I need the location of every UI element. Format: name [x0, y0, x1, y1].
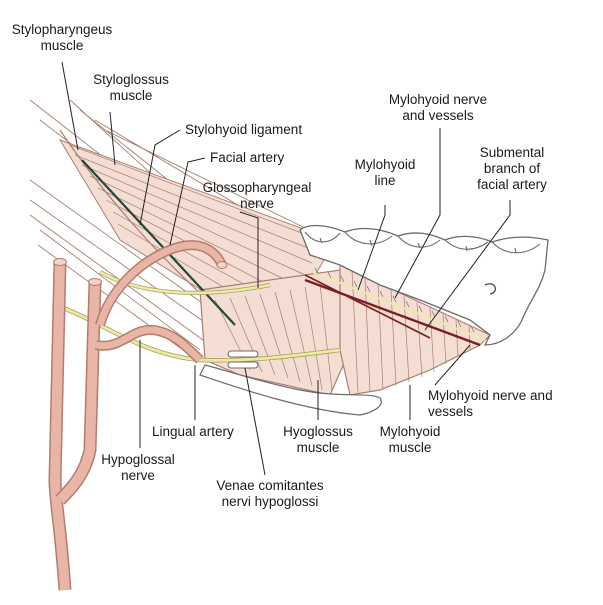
label-submental-line1: Submental [479, 145, 545, 160]
leader-mylohyoid-bottom [434, 344, 471, 386]
leader-facial-artery [169, 157, 206, 246]
mandible [199, 224, 549, 416]
label-hypoglossal-line2: nerve [121, 468, 155, 483]
label-styloglossus: Styloglossus muscle [86, 72, 176, 104]
label-stylopharyngeus-line2: muscle [40, 38, 84, 53]
leader-submental [424, 200, 511, 331]
label-venae-line2: nervi hypoglossi [221, 494, 319, 509]
label-hyoglossus: Hyoglossus muscle [278, 424, 358, 456]
leader-mylohyoid-top [394, 128, 441, 299]
label-venae-comitantes: Venae comitantes nervi hypoglossi [200, 478, 340, 510]
leader-glossopharyngeal [239, 211, 259, 288]
stylohyoid-ligament [81, 159, 236, 326]
label-mylohyoid-nerve-top-line2: and vessels [402, 108, 474, 123]
label-mylohyoid-muscle-line1: Mylohyoid [379, 424, 441, 439]
label-hypoglossal-line1: Hypoglossal [101, 452, 175, 467]
facial-artery [95, 240, 228, 327]
label-submental-line2: branch of [483, 161, 541, 176]
leader-stylohyoid [139, 129, 181, 226]
label-stylohyoid-ligament: Stylohyoid ligament [185, 122, 303, 137]
leader-venae [244, 367, 266, 476]
mylohyoid-nerve-vessels [304, 267, 486, 347]
venae-comitantes [227, 350, 259, 369]
label-mylohyoid-line-line2: line [374, 173, 396, 188]
label-styloglossus-line1: Styloglossus [93, 72, 169, 87]
lingual-artery [94, 324, 204, 364]
label-submental: Submental branch of facial artery [462, 145, 562, 193]
label-mylohyoid-line-line1: Mylohyoid [354, 157, 416, 172]
leader-mylohyoid-line [357, 205, 386, 291]
leader-stylopharyngeus [61, 61, 79, 151]
label-stylopharyngeus: Stylopharyngeus muscle [2, 22, 122, 54]
label-mylohyoid-muscle-line2: muscle [388, 440, 432, 455]
label-facial-artery: Facial artery [210, 150, 285, 165]
label-mylohyoid-line: Mylohyoid line [345, 157, 425, 189]
label-glossopharyngeal-line1: Glossopharyngeal [202, 180, 312, 195]
label-stylopharyngeus-line1: Stylopharyngeus [11, 22, 113, 37]
label-hypoglossal: Hypoglossal nerve [88, 452, 188, 484]
label-mylohyoid-nerve-bottom: Mylohyoid nerve and vessels [428, 388, 553, 420]
label-hyoglossus-line1: Hyoglossus [283, 424, 353, 439]
label-mylohyoid-muscle: Mylohyoid muscle [370, 424, 450, 456]
label-glossopharyngeal: Glossopharyngeal nerve [192, 180, 322, 212]
leader-styloglossus [109, 111, 116, 166]
carotid-arteries [48, 258, 102, 591]
label-mylohyoid-nerve-top-line1: Mylohyoid nerve [388, 92, 488, 107]
label-styloglossus-line2: muscle [109, 88, 153, 103]
label-hyoglossus-line2: muscle [296, 440, 340, 455]
label-mylohyoid-nerve-bottom-line2: vessels [428, 404, 474, 419]
label-lingual-artery: Lingual artery [152, 424, 234, 439]
label-mylohyoid-nerve-bottom-line1: Mylohyoid nerve and [428, 388, 553, 403]
label-venae-line1: Venae comitantes [216, 478, 324, 493]
label-mylohyoid-nerve-top: Mylohyoid nerve and vessels [378, 92, 498, 124]
label-glossopharyngeal-line2: nerve [240, 196, 274, 211]
leader-lines [61, 61, 511, 476]
label-submental-line3: facial artery [477, 177, 547, 192]
